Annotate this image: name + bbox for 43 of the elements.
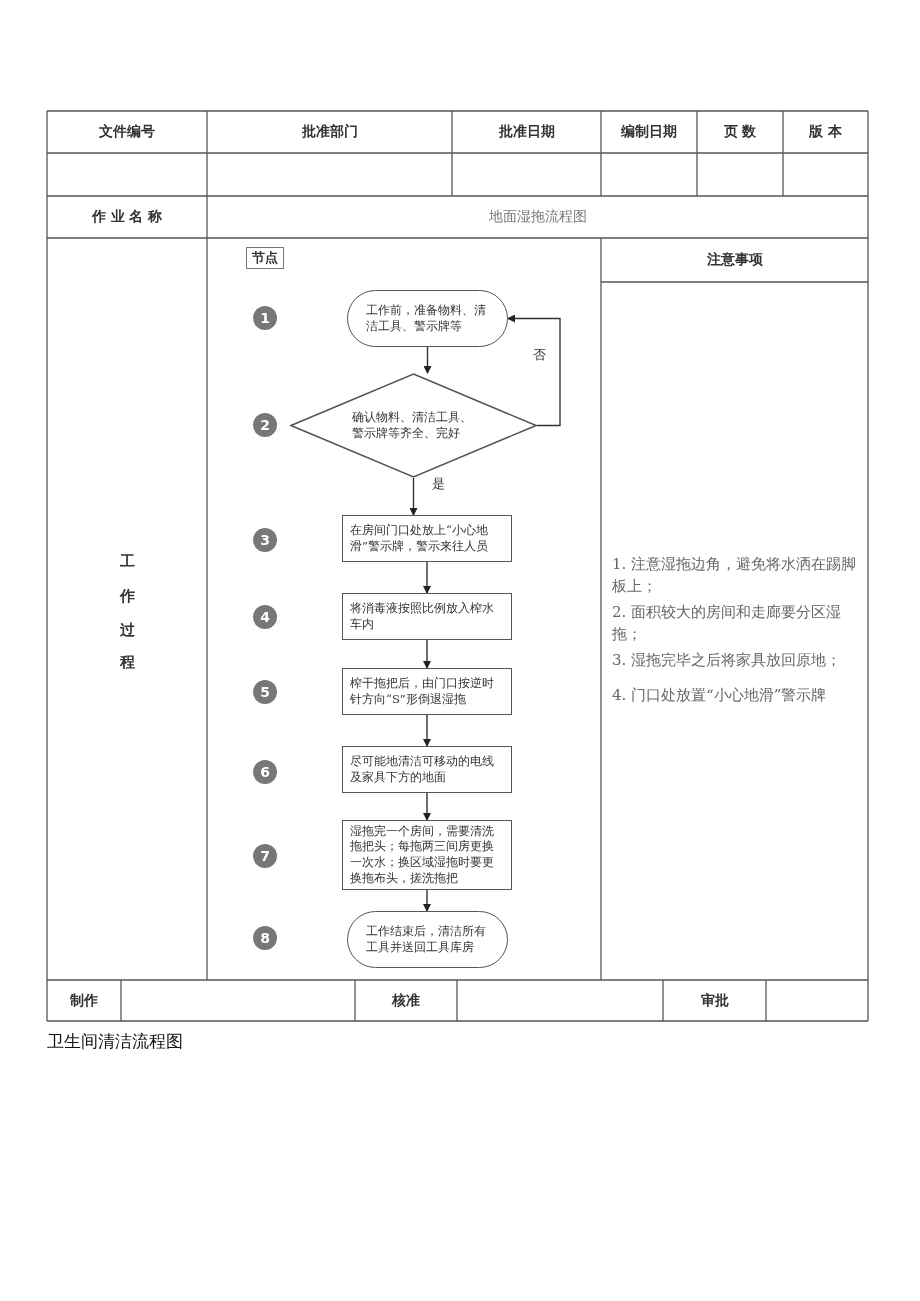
column-header: 页 数: [723, 123, 757, 141]
step-number: 4: [253, 605, 277, 629]
arrow: [423, 792, 431, 821]
process-box: 将消毒液按照比例放入榨水车内: [342, 593, 512, 640]
arrow: [423, 639, 431, 669]
step-number: 6: [253, 760, 277, 784]
caption: 卫生间清洁流程图: [47, 1030, 183, 1053]
arrow: [423, 889, 431, 912]
column-header: 批准日期: [498, 123, 555, 141]
column-header: 编制日期: [621, 123, 677, 141]
field-label: 制作: [70, 991, 98, 1010]
form-title: 地面湿拖流程图: [488, 208, 587, 226]
section-label: 工作过程: [117, 542, 137, 678]
note-text: 2. 面积较大的房间和走廊要分区湿拖；: [612, 601, 843, 645]
arrow: [409, 477, 418, 516]
terminal-box: 工作结束后，清洁所有工具并送回工具库房: [347, 911, 508, 968]
arrow: [423, 561, 431, 594]
note-text: 3. 湿拖完毕之后将家具放回原地；: [612, 649, 842, 671]
column-header: 批准部门: [301, 123, 358, 141]
column-header: 版 本: [809, 123, 842, 141]
arrow: [507, 314, 561, 427]
column-header: 注意事项: [706, 251, 763, 269]
step-number: 2: [253, 413, 277, 437]
note-text: 1. 注意湿拖边角，避免将水洒在踢脚板上；: [612, 553, 858, 597]
process-box: 在房间门口处放上“小心地滑”警示牌，警示来往人员: [342, 515, 512, 562]
arrow: [423, 346, 432, 374]
step-number: 3: [253, 528, 277, 552]
column-header: 文件编号: [99, 123, 155, 141]
process-box: 湿拖完一个房间，需要清洗拖把头；每拖两三间房更换一次水；换区域湿拖时要更换拖布头，搓洗拖把: [342, 820, 512, 890]
field-label: 作 业 名 称: [91, 208, 163, 226]
terminal-box: 工作前，准备物料、清洁工具、警示牌等: [347, 290, 508, 347]
section-tag: 节点: [246, 247, 284, 269]
process-box: 尽可能地清洁可移动的电线及家具下方的地面: [342, 746, 512, 793]
process-box: 榨干拖把后，由门口按逆时针方向“S”形倒退湿拖: [342, 668, 512, 715]
step-number: 1: [253, 306, 277, 330]
field-label: 核准: [392, 991, 420, 1010]
field-label: 审批: [700, 991, 729, 1010]
step-number: 7: [253, 844, 277, 868]
decision-diamond: 确认物料、清洁工具、警示牌等齐全、完好: [290, 373, 537, 478]
step-number: 5: [253, 680, 277, 704]
note-text: 4. 门口处放置“小心地滑”警示牌: [612, 684, 827, 706]
arrow: [423, 714, 431, 747]
step-number: 8: [253, 926, 277, 950]
